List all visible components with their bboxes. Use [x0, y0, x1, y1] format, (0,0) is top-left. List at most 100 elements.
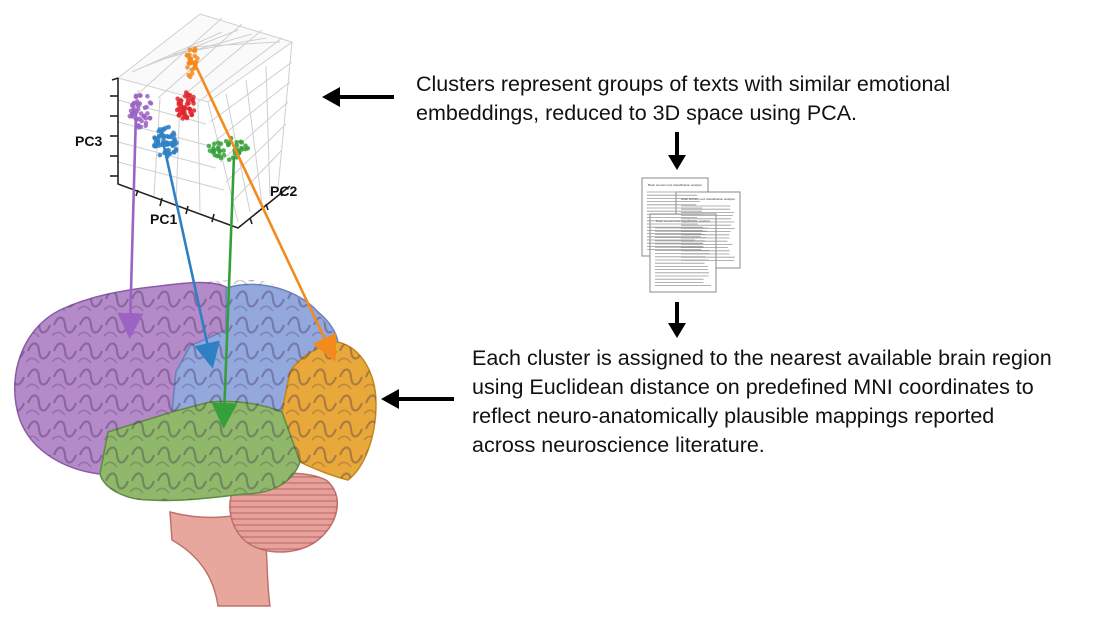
- scatter-point: [189, 71, 195, 76]
- scatter-point: [147, 100, 153, 105]
- scatter-point: [195, 56, 200, 61]
- scatter-point: [187, 56, 193, 61]
- scatter-point: [234, 140, 239, 145]
- document-stack-icon: Brain emotion text classification analys…: [641, 177, 741, 293]
- scatter-point: [137, 93, 143, 98]
- scatter-point: [137, 101, 143, 106]
- cluster-green: [206, 135, 251, 162]
- scatter-point: [152, 135, 157, 140]
- scatter-points: [127, 46, 251, 162]
- scatter-point: [191, 101, 196, 106]
- scatter-point: [186, 106, 192, 111]
- cluster-red: [174, 90, 197, 121]
- scatter-point: [175, 96, 180, 102]
- scatter-point: [133, 93, 139, 99]
- scatter-point: [234, 143, 239, 148]
- axis-label-pc2: PC2: [270, 183, 297, 199]
- document-page: Brain emotion text classification analys…: [649, 213, 717, 293]
- scatter-point: [239, 147, 245, 152]
- scatter-point: [239, 140, 245, 145]
- scatter-point: [178, 98, 184, 103]
- caption-line: across neuroscience literature.: [472, 433, 765, 457]
- svg-text:Brain emotion text classificat: Brain emotion text classification analys…: [681, 197, 735, 201]
- scatter-point: [187, 47, 193, 53]
- scatter-point: [157, 152, 163, 158]
- cluster-purple: [127, 93, 154, 130]
- scatter-point: [176, 113, 182, 118]
- scatter-point: [163, 125, 169, 131]
- scatter-point: [135, 106, 141, 112]
- caption-clusters: Clusters represent groups of texts with …: [416, 70, 1056, 128]
- down-arrow-bottom: [668, 302, 686, 338]
- scatter-point: [172, 150, 177, 155]
- scatter-point: [180, 110, 186, 116]
- pointer-arrow-bottom: [381, 389, 454, 409]
- scatter-point: [211, 141, 217, 147]
- scatter-point: [141, 114, 146, 119]
- scatter-point: [223, 139, 229, 144]
- scatter-point: [187, 93, 193, 98]
- scatter-point: [163, 141, 168, 147]
- brain-illustration: [13, 280, 377, 607]
- scatter-point: [218, 141, 224, 147]
- scatter-point: [172, 136, 177, 142]
- axis-label-pc3: PC3: [75, 133, 102, 149]
- scatter-point: [147, 116, 153, 121]
- scatter-point: [216, 145, 221, 150]
- scatter-point: [191, 94, 196, 100]
- caption-line: Each cluster is assigned to the nearest …: [472, 346, 1052, 370]
- scatter-point: [139, 118, 144, 124]
- arrow-purple-to-frontal: [117, 111, 144, 339]
- scatter-point: [184, 101, 190, 107]
- scatter-point: [187, 52, 192, 58]
- scatter-point: [185, 65, 190, 70]
- caption-line: embeddings, reduced to 3D space using PC…: [416, 101, 858, 125]
- scatter-point: [217, 149, 222, 155]
- scatter-point: [216, 153, 222, 159]
- arrow-green-to-temporal: [211, 155, 238, 429]
- scatter-point: [131, 100, 137, 106]
- scatter-point: [145, 93, 150, 99]
- scatter-point: [166, 141, 171, 147]
- scatter-point: [152, 143, 157, 148]
- scatter-point: [156, 128, 162, 134]
- caption-line: using Euclidean distance on predefined M…: [472, 375, 1034, 399]
- mapping-arrows: [117, 61, 337, 429]
- arrow-blue-to-parietal: [162, 145, 220, 369]
- caption-mapping: Each cluster is assigned to the nearest …: [472, 344, 1112, 460]
- scatter-point: [174, 107, 180, 113]
- caption-line: reflect neuro-anatomically plausible map…: [472, 404, 995, 428]
- scatter-point: [245, 146, 251, 151]
- scatter-point: [143, 120, 149, 126]
- scatter-point: [167, 151, 173, 157]
- gyri-texture: [14, 280, 377, 501]
- scatter-point: [221, 148, 226, 153]
- scatter-point: [156, 143, 162, 148]
- scatter-point: [182, 114, 187, 119]
- scatter-point: [161, 133, 167, 139]
- scatter-point: [164, 134, 170, 139]
- scatter-point: [131, 104, 136, 110]
- scatter-point: [155, 139, 161, 145]
- scatter-point: [221, 152, 227, 158]
- down-arrow-top: [668, 132, 686, 170]
- axis-label-pc1: PC1: [150, 211, 177, 227]
- pointer-arrow-top: [322, 87, 394, 107]
- scatter-point: [145, 111, 150, 116]
- scatter-point: [212, 152, 218, 158]
- caption-line: Clusters represent groups of texts with …: [416, 72, 951, 96]
- cluster-orange: [184, 46, 200, 80]
- scatter-point: [171, 141, 176, 147]
- arrow-orange-to-occipital: [192, 61, 337, 362]
- svg-text:Brain emotion text classificat: Brain emotion text classification analys…: [648, 183, 702, 187]
- scatter-point: [191, 108, 197, 113]
- scatter-point: [187, 74, 193, 80]
- scatter-point: [183, 90, 189, 95]
- scatter-point: [192, 48, 198, 53]
- scatter-point: [136, 125, 142, 130]
- scatter-point: [130, 111, 135, 116]
- scatter-point: [226, 157, 232, 162]
- scatter-point: [144, 104, 149, 110]
- scatter-point: [173, 146, 179, 152]
